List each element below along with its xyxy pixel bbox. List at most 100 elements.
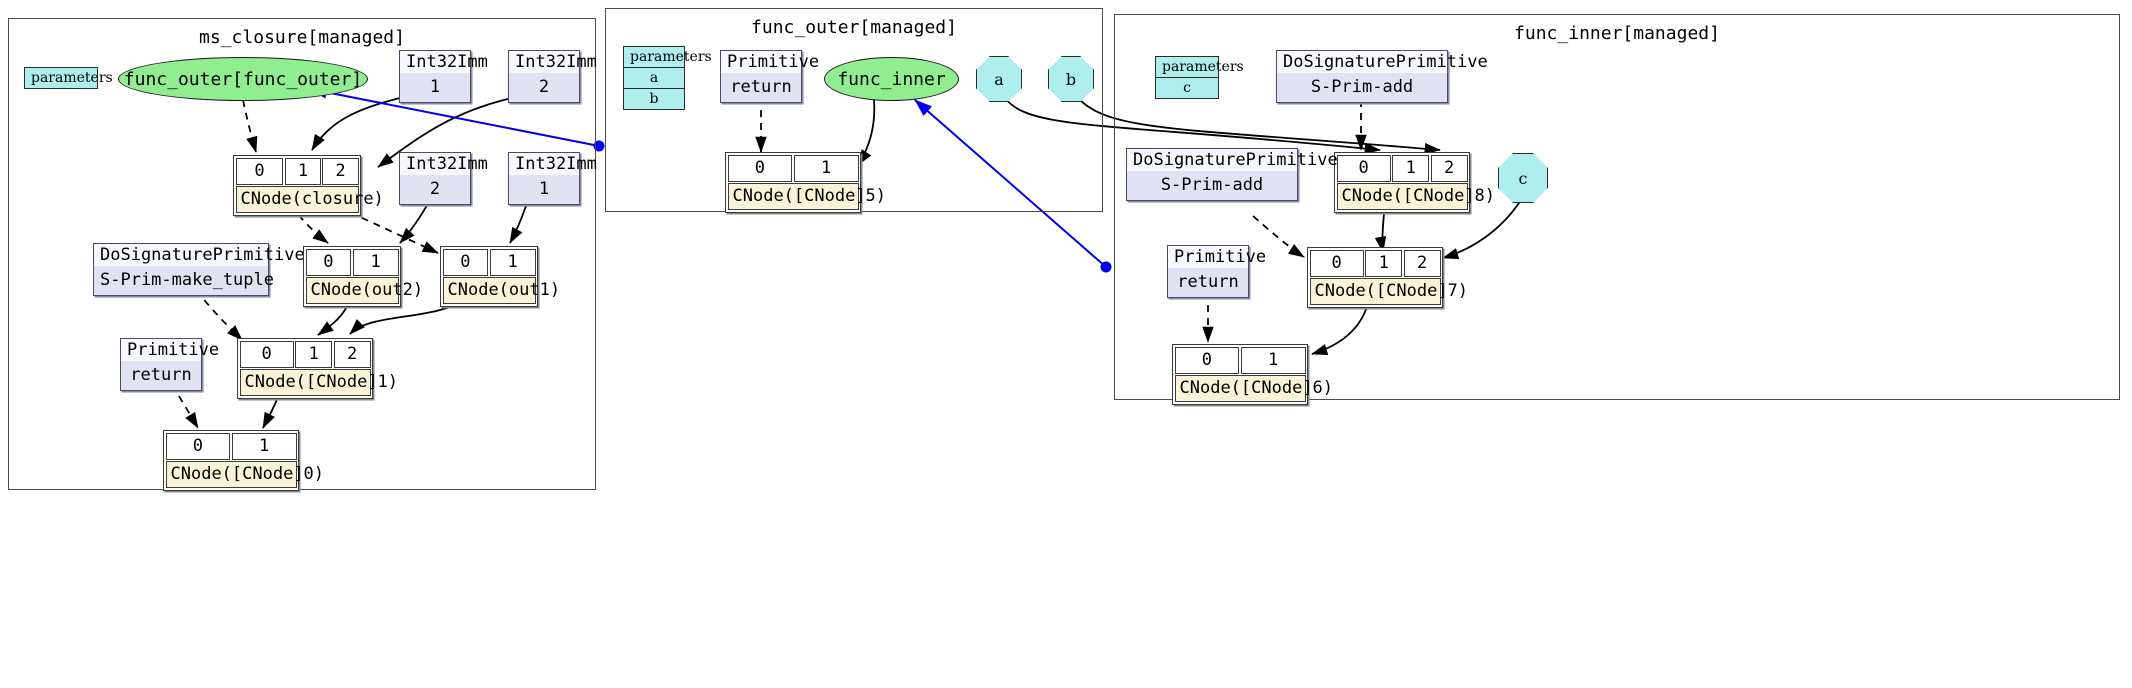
func-inner-ellipse[interactable]: func_inner <box>824 57 959 101</box>
func-outer-parameters-header: parameters <box>624 47 712 69</box>
primitive-return-func-inner: Primitive return <box>1167 245 1266 298</box>
cnode-out1-port-1[interactable]: 1 <box>489 248 536 276</box>
cnode-1-label: CNode([CNode]1) <box>239 369 398 396</box>
cluster-func-outer-title: func_outer[managed] <box>751 17 957 38</box>
cnode-6-label: CNode([CNode]6) <box>1174 375 1333 402</box>
cnode-0[interactable]: 0 1 CNode([CNode]0) <box>163 430 324 491</box>
cnode-out2-port-1[interactable]: 1 <box>352 248 399 276</box>
cnode-7-port-1[interactable]: 1 <box>1365 249 1403 277</box>
sig-add-top: DoSignaturePrimitive S-Prim-add <box>1276 50 1488 103</box>
cnode-0-port-1[interactable]: 1 <box>231 432 297 460</box>
int32imm-value-2: 2 <box>509 73 579 102</box>
ms-closure-parameters: parameters <box>24 67 113 90</box>
cluster-ms-closure: ms_closure[managed] <box>8 18 596 490</box>
func-inner-parameters: parameters c <box>1155 56 1244 100</box>
cluster-func-inner: func_inner[managed] <box>1114 14 2120 400</box>
primitive-return-type-2: Primitive <box>721 51 819 73</box>
cnode-6-ports: 0 1 <box>1174 346 1306 374</box>
primitive-return-func-outer: Primitive return <box>720 50 819 103</box>
primitive-return-value-3: return <box>1168 268 1248 297</box>
cnode-5-port-1[interactable]: 1 <box>793 154 859 182</box>
cnode-0-port-0[interactable]: 0 <box>165 432 231 460</box>
cnode-6[interactable]: 0 1 CNode([CNode]6) <box>1172 344 1333 405</box>
primitive-return-type-3: Primitive <box>1168 246 1266 268</box>
cnode-1-port-1[interactable]: 1 <box>295 340 333 368</box>
cnode-out2-port-0[interactable]: 0 <box>305 248 352 276</box>
free-var-c[interactable]: c <box>1498 153 1548 203</box>
free-var-a[interactable]: a <box>976 56 1022 102</box>
func-inner-parameter-c: c <box>1156 78 1218 99</box>
func-inner-ellipse-label: func_inner <box>837 68 946 90</box>
cnode-closure-port-0[interactable]: 0 <box>235 157 284 185</box>
int32imm-type-4: Int32Imm <box>509 153 597 175</box>
cnode-closure[interactable]: 0 1 2 CNode(closure) <box>233 155 384 216</box>
cnode-6-port-1[interactable]: 1 <box>1240 346 1306 374</box>
cnode-0-ports: 0 1 <box>165 432 297 460</box>
func-outer-ellipse[interactable]: func_outer[func_outer] <box>118 57 368 101</box>
int32imm-type-3: Int32Imm <box>400 153 488 175</box>
cnode-8-port-0[interactable]: 0 <box>1336 154 1391 182</box>
sig-make-tuple-value: S-Prim-make_tuple <box>94 266 274 295</box>
cnode-out1-label: CNode(out1) <box>442 277 560 304</box>
int32imm-value-1: 1 <box>400 73 470 102</box>
cnode-closure-label: CNode(closure) <box>235 186 384 213</box>
primitive-return-ms-closure: Primitive return <box>120 338 219 391</box>
cnode-out2[interactable]: 0 1 CNode(out2) <box>303 246 423 307</box>
cnode-8-port-1[interactable]: 1 <box>1392 154 1430 182</box>
int32imm-node-2: Int32Imm 2 <box>508 50 597 103</box>
int32imm-value-4: 1 <box>509 175 579 204</box>
cnode-7[interactable]: 0 1 2 CNode([CNode]7) <box>1307 247 1468 308</box>
int32imm-type-1: Int32Imm <box>400 51 488 73</box>
sig-add-top-value: S-Prim-add <box>1277 73 1447 102</box>
primitive-return-type-1: Primitive <box>121 339 219 361</box>
cnode-5-port-0[interactable]: 0 <box>727 154 793 182</box>
func-outer-parameter-a: a <box>624 68 684 90</box>
cnode-closure-port-1[interactable]: 1 <box>284 157 321 185</box>
cluster-func-inner-title: func_inner[managed] <box>1514 23 1720 44</box>
cnode-out2-label: CNode(out2) <box>305 277 423 304</box>
free-var-a-label: a <box>994 69 1004 89</box>
sig-add-top-type: DoSignaturePrimitive <box>1277 51 1488 73</box>
cnode-out1[interactable]: 0 1 CNode(out1) <box>440 246 560 307</box>
cnode-5-label: CNode([CNode]5) <box>727 183 886 210</box>
cnode-7-port-0[interactable]: 0 <box>1309 249 1364 277</box>
sig-add-left-value: S-Prim-add <box>1127 171 1297 200</box>
sig-make-tuple-type: DoSignaturePrimitive <box>94 244 305 266</box>
sig-make-tuple: DoSignaturePrimitive S-Prim-make_tuple <box>93 243 305 296</box>
func-outer-parameter-b: b <box>624 89 684 110</box>
cnode-closure-port-2[interactable]: 2 <box>322 157 359 185</box>
cnode-1-ports: 0 1 2 <box>239 340 371 368</box>
cnode-1-port-2[interactable]: 2 <box>333 340 371 368</box>
int32imm-value-3: 2 <box>400 175 470 204</box>
sig-add-left: DoSignaturePrimitive S-Prim-add <box>1126 148 1338 201</box>
cluster-ms-closure-title: ms_closure[managed] <box>199 27 405 48</box>
cnode-out2-ports: 0 1 <box>305 248 399 276</box>
func-outer-ellipse-label: func_outer[func_outer] <box>123 68 363 90</box>
cnode-7-label: CNode([CNode]7) <box>1309 278 1468 305</box>
cnode-1-port-0[interactable]: 0 <box>239 340 294 368</box>
free-var-b[interactable]: b <box>1048 56 1094 102</box>
cnode-8-ports: 0 1 2 <box>1336 154 1468 182</box>
cnode-8-port-2[interactable]: 2 <box>1430 154 1468 182</box>
edge-blue-dot-funcinner <box>1100 261 1112 273</box>
cnode-1[interactable]: 0 1 2 CNode([CNode]1) <box>237 338 398 399</box>
free-var-b-label: b <box>1065 69 1077 89</box>
cnode-5-ports: 0 1 <box>727 154 859 182</box>
func-inner-parameters-header: parameters <box>1156 57 1244 79</box>
int32imm-node-3: Int32Imm 2 <box>399 152 488 205</box>
primitive-return-value-2: return <box>721 73 801 102</box>
parameters-header: parameters <box>25 68 113 89</box>
cnode-out1-port-0[interactable]: 0 <box>442 248 489 276</box>
cnode-0-label: CNode([CNode]0) <box>165 461 324 488</box>
free-var-c-label: c <box>1518 168 1528 188</box>
cnode-6-port-0[interactable]: 0 <box>1174 346 1240 374</box>
sig-add-left-type: DoSignaturePrimitive <box>1127 149 1338 171</box>
cnode-8[interactable]: 0 1 2 CNode([CNode]8) <box>1334 152 1495 213</box>
cnode-7-port-2[interactable]: 2 <box>1403 249 1441 277</box>
cnode-8-label: CNode([CNode]8) <box>1336 183 1495 210</box>
cnode-7-ports: 0 1 2 <box>1309 249 1441 277</box>
primitive-return-value-1: return <box>121 361 201 390</box>
cnode-5[interactable]: 0 1 CNode([CNode]5) <box>725 152 886 213</box>
cnode-out1-ports: 0 1 <box>442 248 536 276</box>
cnode-closure-ports: 0 1 2 <box>235 157 359 185</box>
